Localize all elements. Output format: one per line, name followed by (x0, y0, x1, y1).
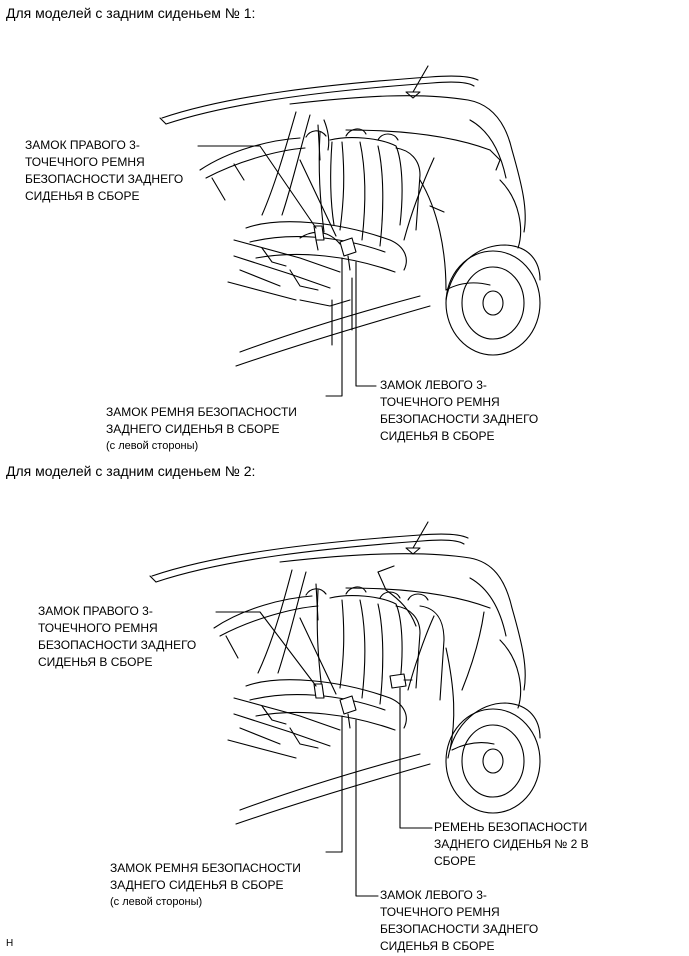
car-illustration-2 (150, 522, 540, 824)
callout-center-buckle-1-note: (с левой стороны) (106, 440, 199, 452)
callout-right-3pt-buckle-1: ЗАМОК ПРАВОГО 3- ТОЧЕЧНОГО РЕМНЯ БЕЗОПАС… (25, 138, 184, 203)
callout-center-buckle-2-note: (с левой стороны) (110, 896, 203, 908)
diagram-1-heading: Для моделей с задним сиденьем № 1: (6, 5, 256, 21)
callout-center-buckle-2-text: ЗАМОК РЕМНЯ БЕЗОПАСНОСТИ ЗАДНЕГО СИДЕНЬЯ… (110, 861, 301, 892)
callout-center-buckle-2: ЗАМОК РЕМНЯ БЕЗОПАСНОСТИ ЗАДНЕГО СИДЕНЬЯ… (110, 843, 301, 928)
leader-lines-1 (198, 146, 376, 396)
diagram-2-heading: Для моделей с задним сиденьем № 2: (6, 463, 256, 479)
callout-rear-belt-no2-2: РЕМЕНЬ БЕЗОПАСНОСТИ ЗАДНЕГО СИДЕНЬЯ № 2 … (434, 820, 589, 868)
callout-right-3pt-buckle-2: ЗАМОК ПРАВОГО 3- ТОЧЕЧНОГО РЕМНЯ БЕЗОПАС… (38, 604, 197, 669)
callout-left-3pt-buckle-1: ЗАМОК ЛЕВОГО 3- ТОЧЕЧНОГО РЕМНЯ БЕЗОПАСН… (380, 378, 539, 443)
callout-left-3pt-buckle-2: ЗАМОК ЛЕВОГО 3- ТОЧЕЧНОГО РЕМНЯ БЕЗОПАСН… (380, 888, 539, 953)
footer-code: H (6, 938, 14, 949)
leader-lines-2 (216, 612, 432, 896)
callout-center-buckle-1: ЗАМОК РЕМНЯ БЕЗОПАСНОСТИ ЗАДНЕГО СИДЕНЬЯ… (106, 387, 297, 472)
callout-center-buckle-1-text: ЗАМОК РЕМНЯ БЕЗОПАСНОСТИ ЗАДНЕГО СИДЕНЬЯ… (106, 405, 297, 436)
car-illustration-1 (160, 66, 540, 366)
